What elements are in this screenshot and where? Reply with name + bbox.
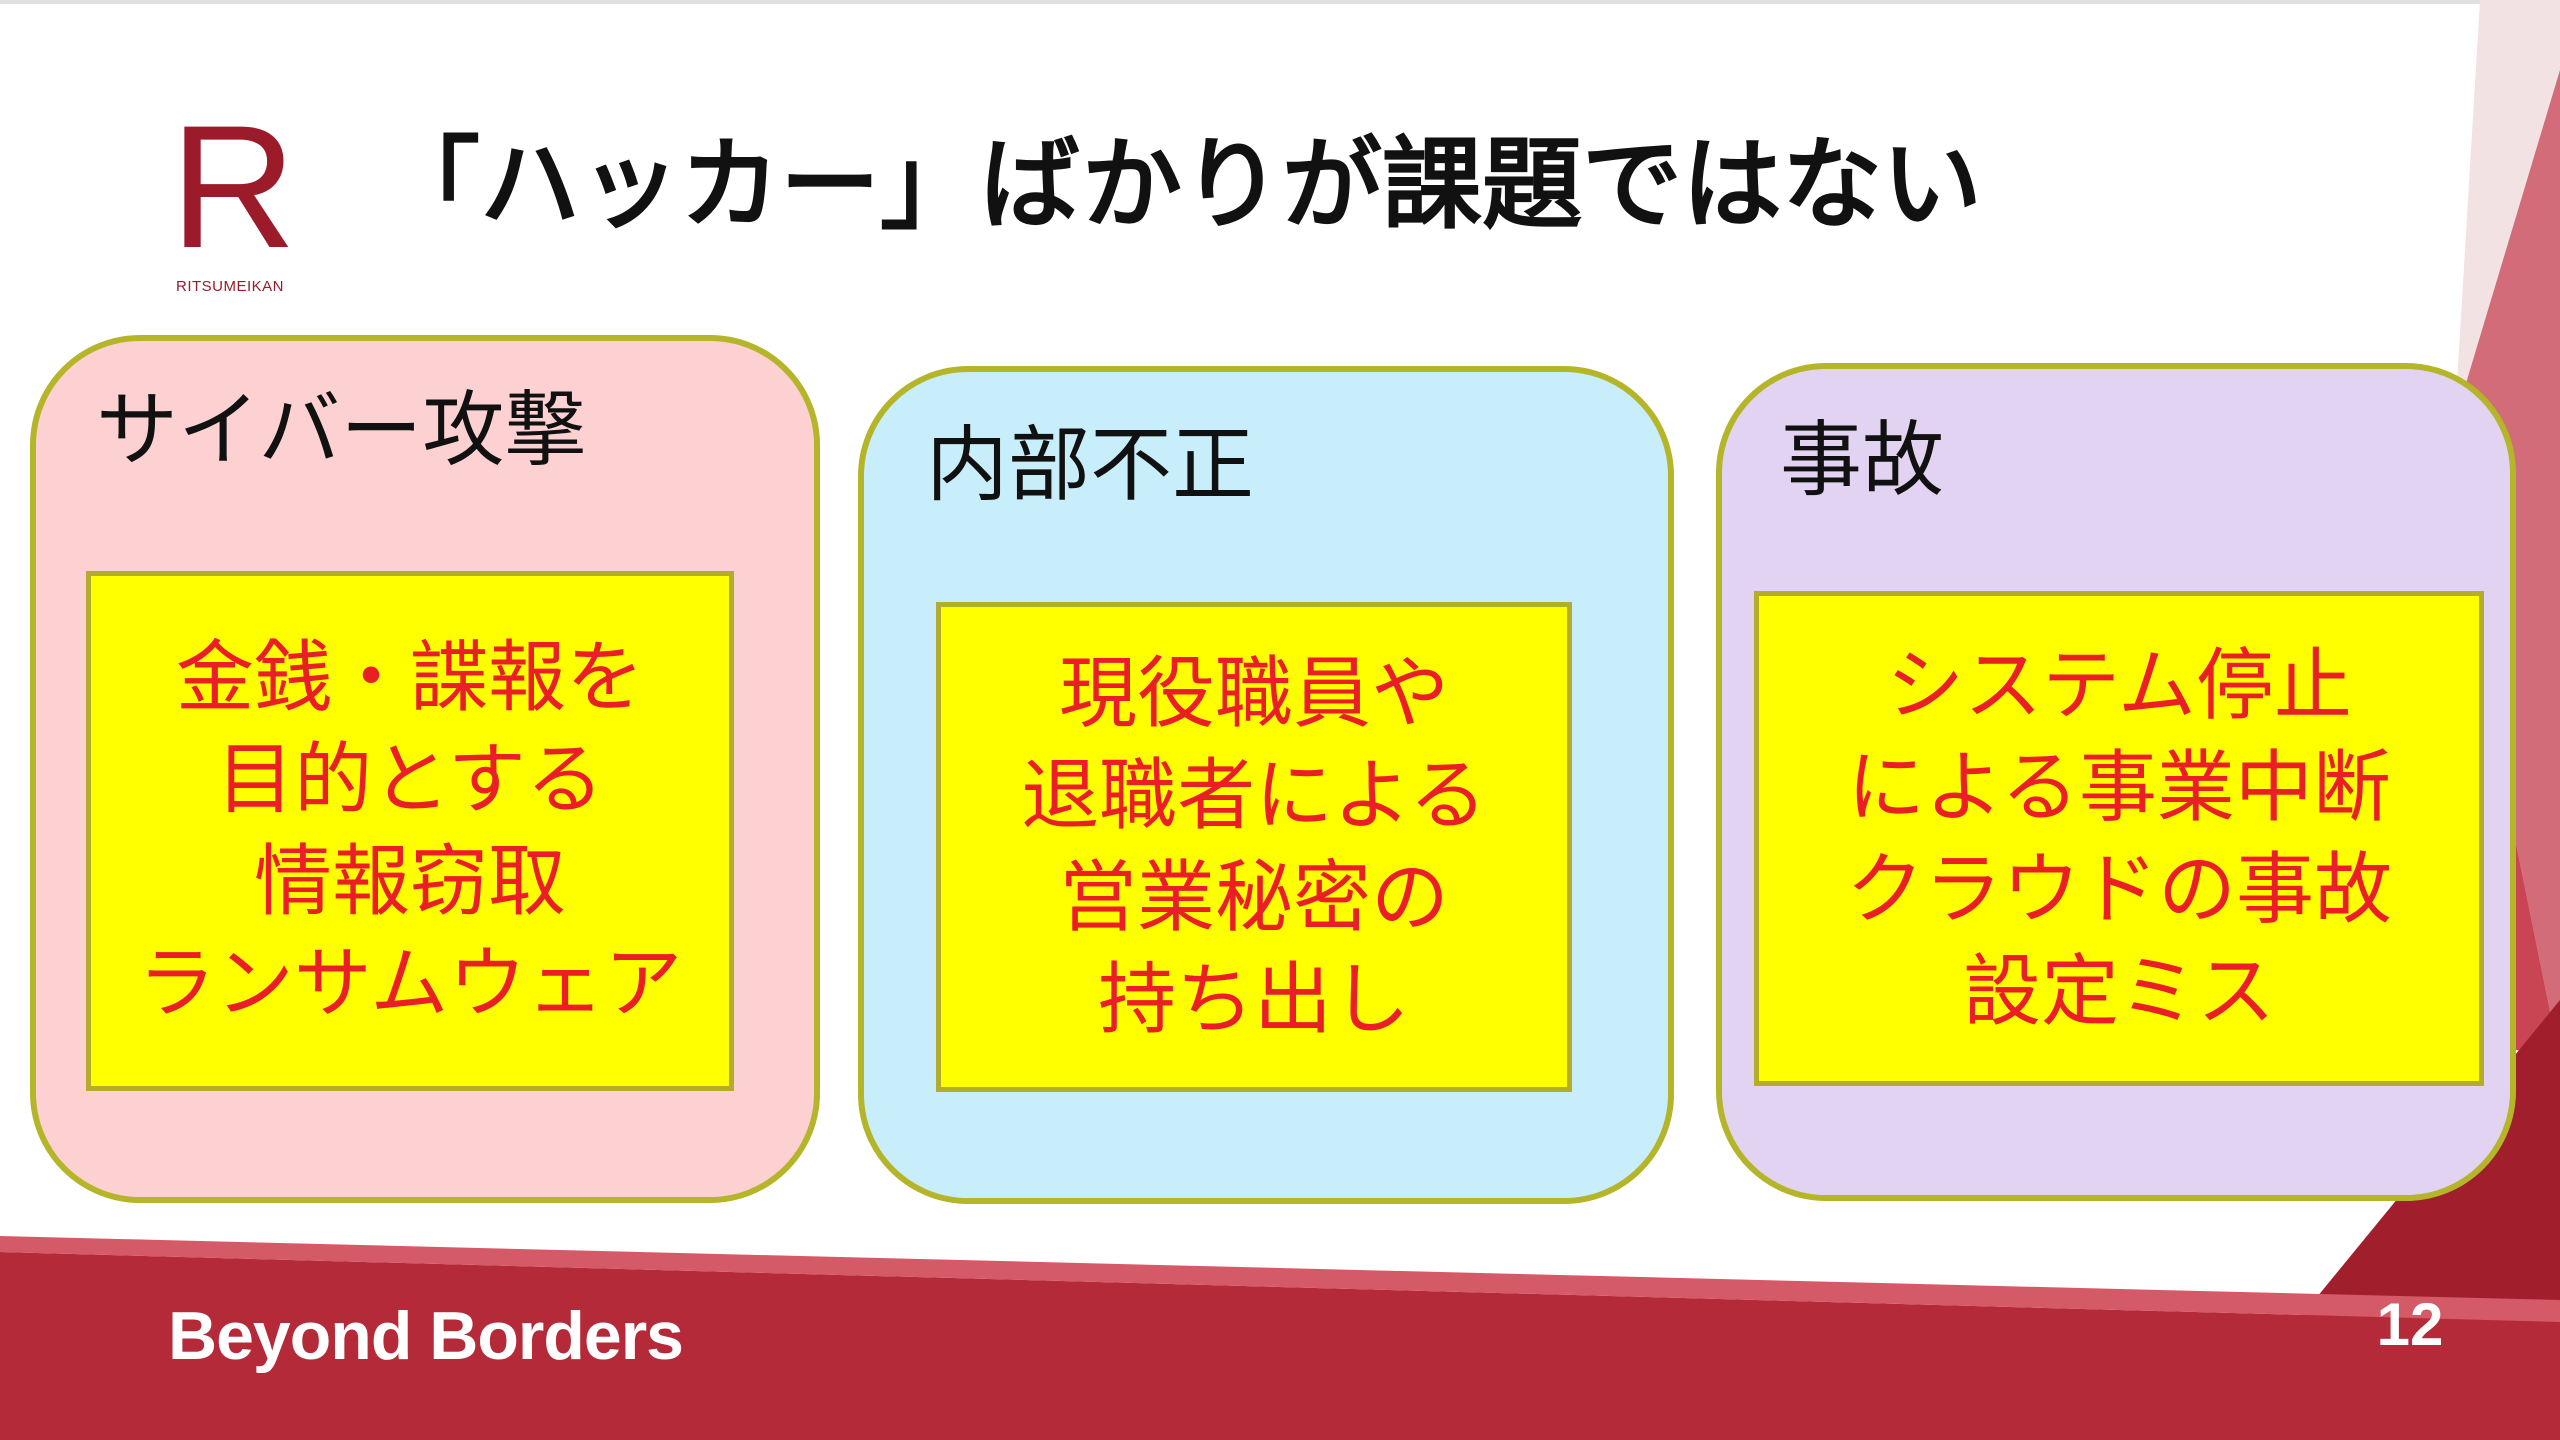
detail-line: クラウドの事故 — [1845, 844, 2392, 935]
detail-line: ランサムウェア — [137, 939, 683, 1029]
card-title: 事故 — [1780, 413, 1945, 508]
slide-title: 「ハッカー」ばかりが課題ではない — [380, 126, 1982, 243]
detail-line: 持ち出し — [1097, 955, 1410, 1045]
card-detail-box: 現役職員や 退職者による 営業秘密の 持ち出し — [936, 602, 1572, 1092]
detail-line: 金銭・諜報を — [175, 633, 644, 723]
card-title: 内部不正 — [926, 418, 1255, 513]
card-detail-box: システム停止 による事業中断 クラウドの事故 設定ミス — [1754, 591, 2484, 1086]
card-accident: 事故 システム停止 による事業中断 クラウドの事故 設定ミス — [1716, 363, 2516, 1201]
detail-line: 退職者による — [1021, 751, 1487, 841]
detail-line: 現役職員や — [1058, 649, 1449, 739]
card-insider-fraud: 内部不正 現役職員や 退職者による 営業秘密の 持ち出し — [858, 366, 1674, 1204]
detail-line: 営業秘密の — [1058, 853, 1449, 943]
detail-line: システム停止 — [1886, 640, 2352, 731]
detail-line: による事業中断 — [1847, 742, 2391, 833]
logo-mark: R — [170, 90, 297, 285]
logo-name: RITSUMEIKAN — [175, 278, 284, 295]
ritsumeikan-logo: R RITSUMEIKAN — [170, 90, 297, 300]
page-number: 12 — [2376, 1291, 2444, 1358]
detail-line: 設定ミス — [1962, 946, 2275, 1037]
card-detail-box: 金銭・諜報を 目的とする 情報窃取 ランサムウェア — [86, 571, 734, 1091]
detail-line: 情報窃取 — [253, 837, 566, 927]
card-title: サイバー攻撃 — [96, 383, 587, 478]
card-cyber-attack: サイバー攻撃 金銭・諜報を 目的とする 情報窃取 ランサムウェア — [30, 335, 820, 1203]
detail-line: 目的とする — [216, 735, 604, 825]
footer-tagline: Beyond Borders — [168, 1298, 684, 1374]
